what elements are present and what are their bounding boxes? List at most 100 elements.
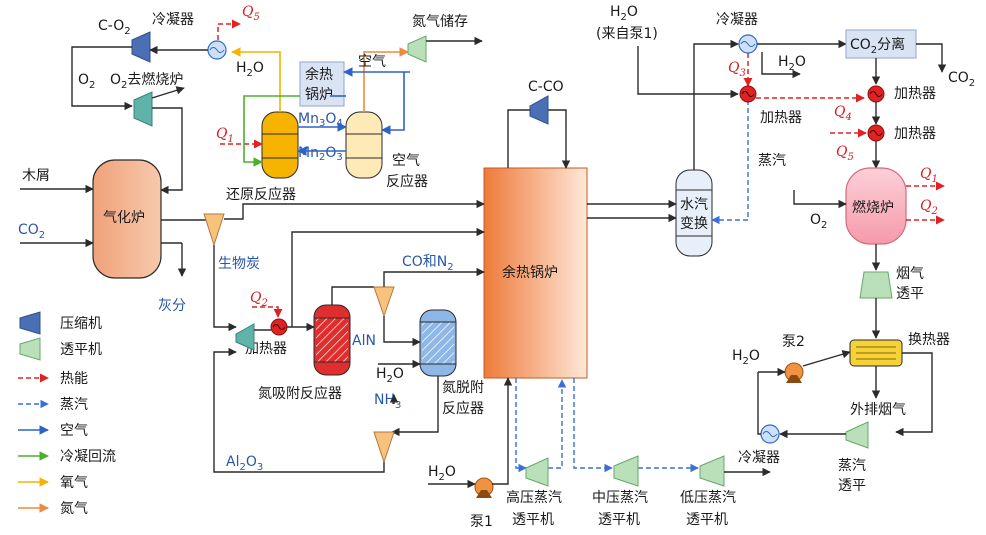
condenser-top-right-label: 冷凝器 — [716, 12, 758, 28]
c-o2-compressor — [131, 31, 151, 63]
gasifier-label: 气化炉 — [103, 210, 145, 226]
desorption-to-cyclone — [391, 376, 439, 437]
legend-turbine-label: 透平机 — [60, 342, 102, 358]
aln-top-outlet — [331, 286, 374, 305]
hp-turbine-label-1: 高压蒸汽 — [506, 489, 562, 506]
lp-steam-turbine — [699, 455, 725, 487]
main-waste-heat-boiler-label: 余热锅炉 — [502, 264, 558, 281]
nitrogen-flow — [363, 47, 409, 112]
h2o-from-pump-label: H2O — [610, 4, 638, 23]
exhaust-label: 外排烟气 — [850, 402, 906, 418]
aln-label: AlN — [352, 333, 376, 349]
lp-turbine-label-2: 透平机 — [686, 512, 728, 528]
q2-left-heat — [252, 306, 283, 318]
heater-right-3-label: 加热器 — [894, 126, 936, 142]
heater-right-2-label: 加热器 — [894, 86, 936, 102]
co-n2-to-whb — [383, 267, 485, 287]
gasifier — [92, 159, 162, 279]
steam-to-wgs — [711, 100, 749, 225]
steam-turbine-label-1: 蒸汽 — [838, 458, 866, 474]
q5-right-label: Q5 — [836, 144, 854, 163]
al2o3-label: Al2O3 — [226, 454, 263, 473]
condenser-to-pump2 — [757, 372, 761, 435]
c-o2-label: C-O2 — [98, 18, 131, 37]
o2-label: O2 — [78, 72, 95, 91]
biochar-label: 生物炭 — [218, 256, 260, 272]
small-whb-label-1: 余热 — [305, 66, 333, 83]
legend: 压缩机 透平机 热能 蒸汽 空气 冷凝回流 氧气 氮气 — [18, 311, 116, 517]
o2-into-combustor — [793, 190, 847, 209]
hx-to-steam-turbine — [895, 352, 933, 437]
o2-into-gasifier — [152, 107, 183, 195]
co2-out — [916, 43, 947, 73]
mp-turbine-label-2: 透平机 — [598, 512, 640, 528]
h2o-right-label: H2O — [778, 54, 806, 73]
legend-turbine-icon — [19, 337, 41, 361]
heater-bypass-to-whb — [291, 227, 485, 327]
legend-compressor-icon — [19, 311, 41, 335]
cyclone-co-n2 — [373, 286, 395, 318]
from-pump1-label: (来自泵1) — [596, 26, 658, 42]
flue-turbine-label-2: 透平 — [896, 286, 924, 302]
hp-steam-turbine — [525, 457, 549, 487]
h2o-mid-label: H2O — [376, 366, 404, 385]
pump-2-base — [786, 375, 802, 383]
legend-compressor-label: 压缩机 — [60, 316, 102, 332]
n-desorption-label-1: 氮脱附 — [442, 380, 484, 396]
heater-left-wave — [272, 324, 286, 330]
flue-turbine-label-1: 烟气 — [896, 266, 924, 282]
o2-combustor-label: O2 — [810, 212, 827, 231]
legend-heat-label: 热能 — [60, 371, 88, 387]
q3-label: Q3 — [728, 60, 746, 79]
desorption-reactor-hatch — [422, 322, 454, 364]
air-top-label: 空气 — [358, 54, 386, 70]
ash-label: 灰分 — [158, 298, 186, 314]
air-reactor-label-2: 反应器 — [386, 173, 428, 190]
o2-turbine-out-top — [151, 86, 185, 99]
condenser-bottom-label: 冷凝器 — [738, 450, 780, 466]
n2-vertical — [443, 41, 484, 220]
h2o-out-right — [761, 52, 801, 79]
c-co-compressor — [529, 95, 549, 125]
lp-turbine-label-1: 低压蒸汽 — [680, 490, 736, 506]
pump-2-label: 泵2 — [782, 334, 805, 350]
air-into-air-reactor — [381, 72, 405, 135]
h2o-to-heater-r1 — [637, 46, 739, 99]
condenser-top-right-wave — [740, 41, 756, 47]
c-co-to-whb — [548, 109, 571, 169]
condensate-loop — [243, 95, 300, 167]
combustor-label: 燃烧炉 — [852, 199, 894, 216]
syngas-to-whb — [224, 199, 485, 220]
wgs-label-2: 变换 — [680, 215, 708, 232]
condenser-bottom-wave — [762, 431, 778, 437]
heater-right-3-wave — [869, 130, 883, 136]
water-gas-shift-reactor — [675, 169, 713, 257]
n2-storage-turbine — [407, 35, 427, 63]
nh3-label: NH3 — [374, 392, 401, 411]
mn-air-reactor — [345, 111, 383, 179]
condenser-top-left-label: 冷凝器 — [152, 12, 194, 28]
q5-left-label: Q5 — [242, 4, 260, 23]
mp-steam-turbine — [613, 455, 639, 487]
small-whb-label-2: 锅炉 — [305, 87, 333, 103]
pump2-to-hx — [802, 350, 851, 367]
steam-turbine-bottom — [845, 421, 869, 449]
co2-separation-label: CO2分离 — [850, 36, 905, 56]
co2-in-label: CO2 — [18, 222, 45, 241]
n2-storage-label: 氮气储存 — [412, 14, 468, 30]
biochar-flow — [213, 245, 237, 332]
hp-return — [548, 379, 567, 469]
main-waste-heat-boiler — [483, 167, 588, 379]
heater-left-label: 加热器 — [245, 341, 287, 357]
pump1-to-whb — [492, 377, 513, 485]
legend-oxygen-label: 氧气 — [60, 475, 88, 491]
h2o-pump1-label: H2O — [428, 464, 456, 483]
legend-steam-label: 蒸汽 — [60, 397, 88, 413]
co2-out-label: CO2 — [948, 70, 975, 89]
mn2o3-label: Mn2O3 — [298, 145, 343, 163]
wood-chips-label: 木屑 — [22, 168, 50, 184]
heater-right-1-wave — [741, 91, 755, 97]
cyclone-al2o3 — [373, 431, 395, 464]
oxygen-flow-1 — [231, 47, 281, 112]
